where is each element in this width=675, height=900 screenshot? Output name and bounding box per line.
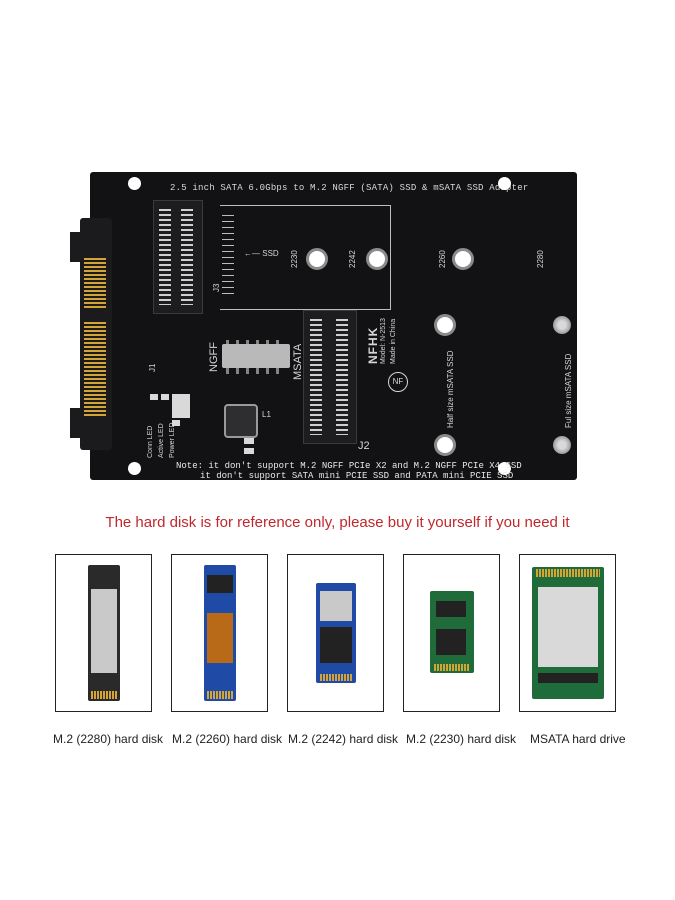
led-label-active: Active LED: [158, 423, 165, 458]
standoff-hole: [434, 434, 456, 456]
made-in-text: Made in China: [390, 318, 397, 364]
size-2230-label: 2230: [290, 250, 299, 268]
board-title: 2.5 inch SATA 6.0Gbps to M.2 NGFF (SATA)…: [170, 183, 529, 193]
smd-component: [244, 438, 254, 444]
standoff-hole: [434, 314, 456, 336]
note-line-2: it don't support SATA mini PCIE SSD and …: [200, 471, 514, 481]
ssd-arrow-label: ←— SSD: [244, 249, 279, 258]
led-label-conn: Conn LED: [147, 425, 154, 458]
ssd-2260-image: [204, 565, 236, 701]
note-line-1: Note: it don't support M.2 NGFF PCIe X2 …: [176, 461, 522, 471]
size-2242-label: 2242: [348, 250, 357, 268]
screw: [553, 436, 571, 454]
brand-logo: NFHK: [366, 326, 380, 364]
msata-label: MSATA: [292, 343, 304, 380]
standoff-hole: [452, 248, 474, 270]
half-size-label: Half size mSATA SSD: [446, 350, 455, 429]
drive-label-2280: M.2 (2280) hard disk: [53, 732, 164, 746]
board-note: Note: it don't support M.2 NGFF PCIe X2 …: [176, 461, 522, 481]
nf-logo-icon: NF: [388, 372, 408, 392]
led-icon: [150, 394, 158, 400]
ssd-2242-image: [316, 583, 356, 683]
size-2280-label: 2280: [536, 250, 545, 268]
smd-component: [172, 394, 190, 418]
mode-switch: [222, 344, 290, 368]
drive-card-2242: [287, 554, 384, 712]
drive-label-2260: M.2 (2260) hard disk: [172, 732, 283, 746]
full-size-label: Ful size mSATA SSD: [564, 353, 573, 428]
drive-label-2242: M.2 (2242) hard disk: [288, 732, 399, 746]
j2-label: J2: [358, 440, 370, 452]
model-text: Model: N-2513: [380, 318, 387, 364]
inductor: [224, 404, 258, 438]
screw: [553, 316, 571, 334]
drive-card-2280: [55, 554, 152, 712]
led-icon: [161, 394, 169, 400]
standoff-hole: [366, 248, 388, 270]
mounting-hole: [498, 177, 511, 190]
led-label-power: Power LED: [169, 422, 176, 458]
drive-card-2260: [171, 554, 268, 712]
msata-slot: [303, 310, 357, 444]
ssd-2230-image: [430, 591, 474, 673]
standoff-hole: [306, 248, 328, 270]
ssd-outline-comb: [222, 215, 234, 299]
led-icon: [172, 420, 180, 426]
drive-label-2230: M.2 (2230) hard disk: [406, 732, 517, 746]
sata-connector: [70, 218, 112, 450]
j1-label: J1: [148, 363, 157, 372]
drive-card-2230: [403, 554, 500, 712]
drive-label-msata: MSATA hard drive: [530, 732, 626, 746]
reference-caption: The hard disk is for reference only, ple…: [105, 514, 570, 531]
ssd-msata-image: [532, 567, 604, 699]
smd-component: [244, 448, 254, 454]
mounting-hole: [128, 462, 141, 475]
size-2260-label: 2260: [438, 250, 447, 268]
ssd-2280-image: [88, 565, 120, 701]
l1-label: L1: [262, 410, 271, 419]
mounting-hole: [128, 177, 141, 190]
m2-ngff-slot: [153, 200, 203, 314]
drive-card-msata: [519, 554, 616, 712]
mounting-hole: [498, 462, 511, 475]
ssd-outline: [220, 205, 391, 310]
ngff-label: NGFF: [208, 342, 220, 372]
